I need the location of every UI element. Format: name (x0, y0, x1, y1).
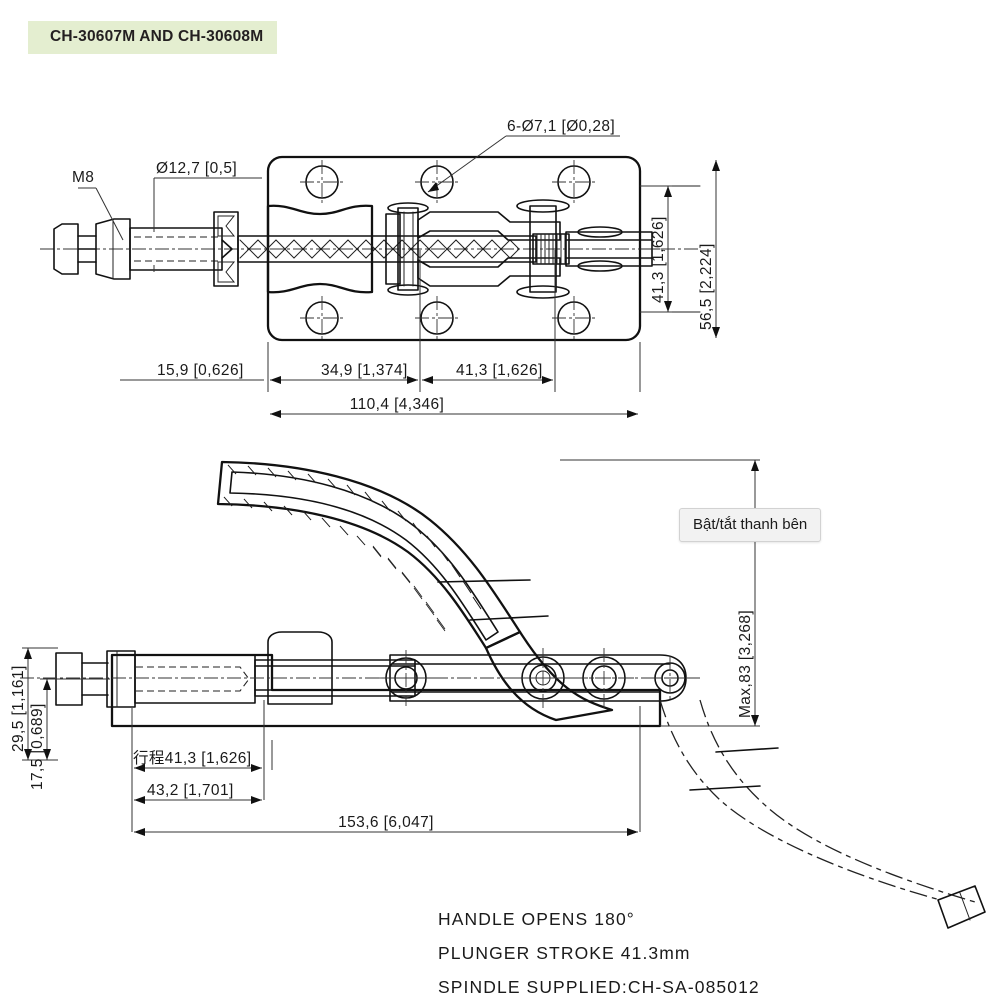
slider-link-2 (516, 199, 570, 299)
side-spindle-shaft (134, 654, 256, 704)
dim-43-2-label: 43,2 [1,701] (147, 782, 234, 799)
dim-17-5 (40, 678, 110, 760)
mounting-holes (300, 160, 596, 340)
dim-v-56-5 (712, 160, 720, 338)
hole-callout-leader (427, 135, 620, 193)
dim-v-56-5-label: 56,5 [2,224] (698, 243, 715, 330)
dim-17-5-label: 17,5 [0,689] (29, 703, 46, 790)
side-view (20, 460, 986, 929)
body-housing (266, 204, 374, 294)
m8-leader (78, 187, 124, 241)
dim-v-41-3 (640, 185, 672, 313)
dim-29-5-label: 29,5 [1,161] (10, 665, 27, 752)
top-view (40, 155, 701, 342)
hole (300, 296, 344, 340)
base-plate (266, 155, 642, 342)
bushing-dim-label: Ø12,7 [0,5] (156, 160, 237, 177)
dim-15-9-label: 15,9 [0,626] (157, 362, 244, 379)
top-view-annotations: 6-Ø7,1 [Ø0,28] M8 Ø12,7 [0,5] (72, 118, 720, 418)
dim-34-9-label: 34,9 [1,374] (321, 362, 408, 379)
bushing-collar (213, 211, 239, 287)
threaded-rod (237, 235, 537, 263)
hex-nut (95, 218, 131, 280)
plunger-knurl (532, 233, 570, 265)
dim-max-83-label: Max,83 [3,268] (737, 610, 754, 718)
dim-29-5 (22, 647, 58, 761)
hole (300, 160, 344, 204)
dim-bottom-chain (131, 700, 641, 836)
handle-phantom-open (659, 699, 986, 929)
dim-41-3-label: 41,3 [1,626] (456, 362, 543, 379)
spindle-head (53, 223, 97, 275)
dim-110-4-label: 110,4 [4,346] (350, 396, 445, 413)
notes-block: HANDLE OPENS 180° PLUNGER STROKE 41.3mm … (438, 909, 760, 997)
side-view-annotations: 29,5 [1,161] 17,5 [0,689] Max,83 [3,268] (10, 459, 760, 836)
hole (415, 160, 459, 204)
hole (415, 296, 459, 340)
m8-label: M8 (72, 169, 94, 186)
page-title: CH-30607M AND CH-30608M (28, 21, 278, 54)
dim-max-83 (560, 459, 760, 727)
hole (552, 296, 596, 340)
note-line: HANDLE OPENS 180° (438, 909, 635, 929)
hole-callout-label: 6-Ø7,1 [Ø0,28] (507, 118, 615, 135)
note-line: PLUNGER STROKE 41.3mm (438, 943, 691, 963)
dim-v-41-3-label: 41,3 [1,626] (650, 216, 667, 303)
bushing-dim (153, 177, 262, 272)
handle (216, 460, 614, 722)
slider-link (385, 202, 429, 296)
spindle-shaft (129, 227, 223, 271)
note-line: SPINDLE SUPPLIED:CH-SA-085012 (438, 977, 760, 997)
sidebar-toggle-tooltip: Bật/tắt thanh bên (679, 508, 822, 542)
dim-stroke-label: 行程41,3 [1,626] (133, 749, 251, 767)
link-arms (417, 211, 561, 287)
dim-153-6-label: 153,6 [6,047] (338, 814, 434, 831)
hole (552, 160, 596, 204)
dim-chain-horizontal (120, 250, 641, 418)
